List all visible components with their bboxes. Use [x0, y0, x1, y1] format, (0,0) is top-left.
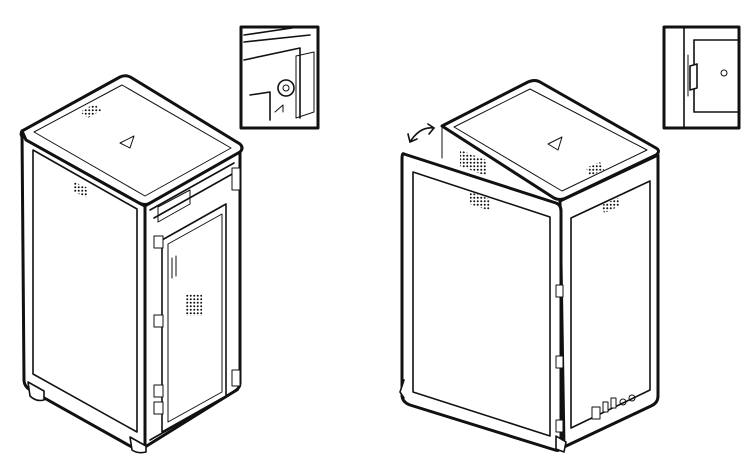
case-left — [19, 74, 244, 454]
case-right — [399, 79, 660, 453]
io-port — [591, 406, 601, 420]
sail-logo-icon-right — [547, 136, 563, 151]
curved-arrow-icon — [409, 126, 435, 143]
thumbscrew-detail-icon — [277, 79, 295, 97]
detail-inset-left — [239, 25, 320, 130]
door-latch-detail-icon — [689, 63, 698, 91]
mesh-vent-rear — [186, 294, 202, 316]
detail-inset-right — [662, 25, 741, 130]
sail-logo-icon — [119, 135, 135, 149]
